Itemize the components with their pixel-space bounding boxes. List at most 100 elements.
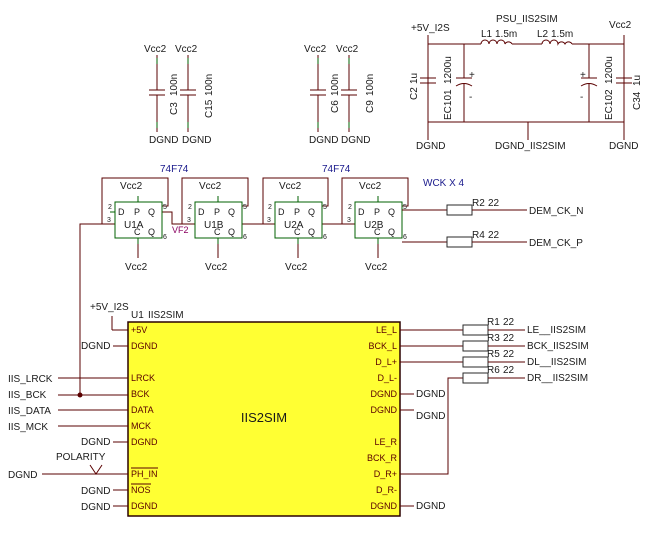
chip-pin-label: D_L-	[377, 373, 397, 383]
cap-value-ec102: 1200u	[604, 56, 615, 84]
input-iis-mck: IIS_MCK	[8, 422, 48, 433]
cap-ref-c9: C9	[365, 100, 376, 113]
flipflop-u2a: D P Q C Q U2A 2 3 5 6 Vcc2 Vcc2	[267, 181, 327, 273]
net-label-dgnd: DGND	[341, 135, 370, 146]
net-label-vcc2: Vcc2	[125, 262, 148, 273]
cap-ref-ec101: EC101	[443, 89, 454, 120]
input-iis-bck: IIS_BCK	[8, 390, 47, 401]
chip-ref: U1	[131, 310, 144, 321]
decoupling-cap-c3: Vcc2 C3 100n DGND	[144, 44, 180, 146]
resistor-ref-r1: R1	[487, 317, 500, 328]
right-output-nets: R1 22 LE__IIS2SIM R3 22 BCK_IIS2SIM R5 2…	[400, 317, 589, 512]
cap-value-ec101: 1200u	[443, 56, 454, 84]
net-label-dr-iis2sim: DR__IIS2SIM	[527, 373, 588, 384]
chip-pin-label: MCK	[131, 421, 151, 431]
chip-pin-label: DGND	[131, 341, 158, 351]
unit-label: U2B	[364, 220, 384, 231]
inductor-ref-l2: L2	[537, 29, 549, 40]
pin-num: 2	[348, 204, 352, 211]
net-label-vcc2: Vcc2	[279, 181, 302, 192]
cap-ref-c34: C34	[632, 91, 643, 110]
resistor-value-r5: 22	[503, 349, 515, 360]
chip-pin-label: PH_IN	[131, 469, 158, 479]
chip-pin-label: D_R-	[376, 485, 397, 495]
pin-d: D	[278, 207, 285, 217]
net-label-wck: WCK X 4	[423, 178, 465, 189]
cap-value-c6: 100n	[330, 74, 341, 96]
net-label-vcc2: Vcc2	[359, 181, 382, 192]
part-label-74f74: 74F74	[160, 164, 189, 175]
net-label-dgnd: DGND	[416, 389, 445, 400]
input-iis-lrck: IIS_LRCK	[8, 374, 53, 385]
svg-text:-: -	[580, 92, 583, 103]
resistor-ref-r2: R2	[472, 198, 485, 209]
input-iis-data: IIS_DATA	[8, 406, 51, 417]
chip-pin-label: BCK_R	[367, 453, 398, 463]
chip-pin-label: LE_L	[376, 325, 397, 335]
pin-num: 5	[243, 204, 247, 211]
net-label-vcc2: Vcc2	[120, 181, 143, 192]
chip-body	[127, 321, 401, 517]
pin-p: P	[294, 207, 300, 217]
resistor-ref-r6: R6	[487, 365, 500, 376]
svg-text:+: +	[580, 70, 586, 81]
pin-q: Q	[228, 207, 235, 217]
part-label-74f74: 74F74	[322, 164, 351, 175]
pin-p: P	[214, 207, 220, 217]
net-label-dgnd: DGND	[81, 502, 110, 513]
pin-num: 5	[323, 204, 327, 211]
net-label-polarity: POLARITY	[56, 452, 106, 463]
pin-num: 6	[323, 234, 327, 241]
chip-pin-label: LE_R	[374, 437, 397, 447]
chip-part: IIS2SIM	[148, 310, 184, 321]
net-label-vcc2: Vcc2	[336, 44, 359, 55]
pin-c: C	[294, 227, 301, 237]
net-label-vcc2: Vcc2	[175, 44, 198, 55]
pin-c: C	[374, 227, 381, 237]
inductor-value-l2: 1.5m	[551, 29, 573, 40]
pin-num: 2	[268, 204, 272, 211]
pin-q: Q	[388, 207, 395, 217]
resistor-value-r2: 22	[488, 198, 500, 209]
chip-pin-label: DGND	[371, 389, 398, 399]
unit-label: U1A	[124, 220, 144, 231]
net-label-dgnd: DGND	[309, 135, 338, 146]
chip-pin-label: DATA	[131, 405, 154, 415]
net-label-bck-iis2sim: BCK_IIS2SIM	[527, 341, 589, 352]
pin-d: D	[358, 207, 365, 217]
pin-num: 6	[403, 234, 407, 241]
decoupling-cap-c15: Vcc2 C15 100n DGND	[175, 44, 215, 146]
psu-filter: + - + - +5V_I2S PSU_IIS2SIM Vcc2 L1 1.5m…	[409, 14, 643, 152]
resistor-ref-r4: R4	[472, 230, 485, 241]
chip-pin-label: +5V	[131, 325, 147, 335]
net-label-le-iis2sim: LE__IIS2SIM	[527, 325, 586, 336]
pin-qbar: Q	[308, 227, 315, 237]
net-label-5v-i2s: +5V_I2S	[90, 302, 129, 313]
net-label-dem-ck-p: DEM_CK_P	[529, 238, 583, 249]
pin-num: 3	[347, 217, 351, 224]
pin-q: Q	[308, 207, 315, 217]
net-label-psu-iis2sim: PSU_IIS2SIM	[496, 14, 558, 25]
pin-num: 2	[188, 204, 192, 211]
net-label-dgnd: DGND	[81, 341, 110, 352]
chip-title: IIS2SIM	[241, 410, 287, 425]
net-label-dem-ck-n: DEM_CK_N	[529, 206, 583, 217]
pin-num: 6	[163, 234, 167, 241]
chip-pin-label: BCK	[131, 389, 150, 399]
pin-p: P	[374, 207, 380, 217]
resistor-value-r4: 22	[488, 230, 500, 241]
resistor-ref-r3: R3	[487, 333, 500, 344]
net-label-vcc2: Vcc2	[144, 44, 167, 55]
pin-c: C	[134, 227, 141, 237]
cap-ref-c2: C2	[409, 87, 420, 100]
pin-num: 3	[267, 217, 271, 224]
flipflop-u2b: D P Q C Q U2B 2 3 5 6 Vcc2 Vcc2	[347, 181, 407, 273]
inductor-value-l1: 1.5m	[495, 29, 517, 40]
net-label-dgnd: DGND	[149, 135, 178, 146]
pin-qbar: Q	[228, 227, 235, 237]
cap-value-c2: 1u	[409, 73, 420, 84]
net-label-dgnd: DGND	[81, 437, 110, 448]
decoupling-cap-c6: Vcc2 C6 100n DGND	[304, 44, 341, 146]
pin-c: C	[214, 227, 221, 237]
cap-value-c9: 100n	[365, 74, 376, 96]
